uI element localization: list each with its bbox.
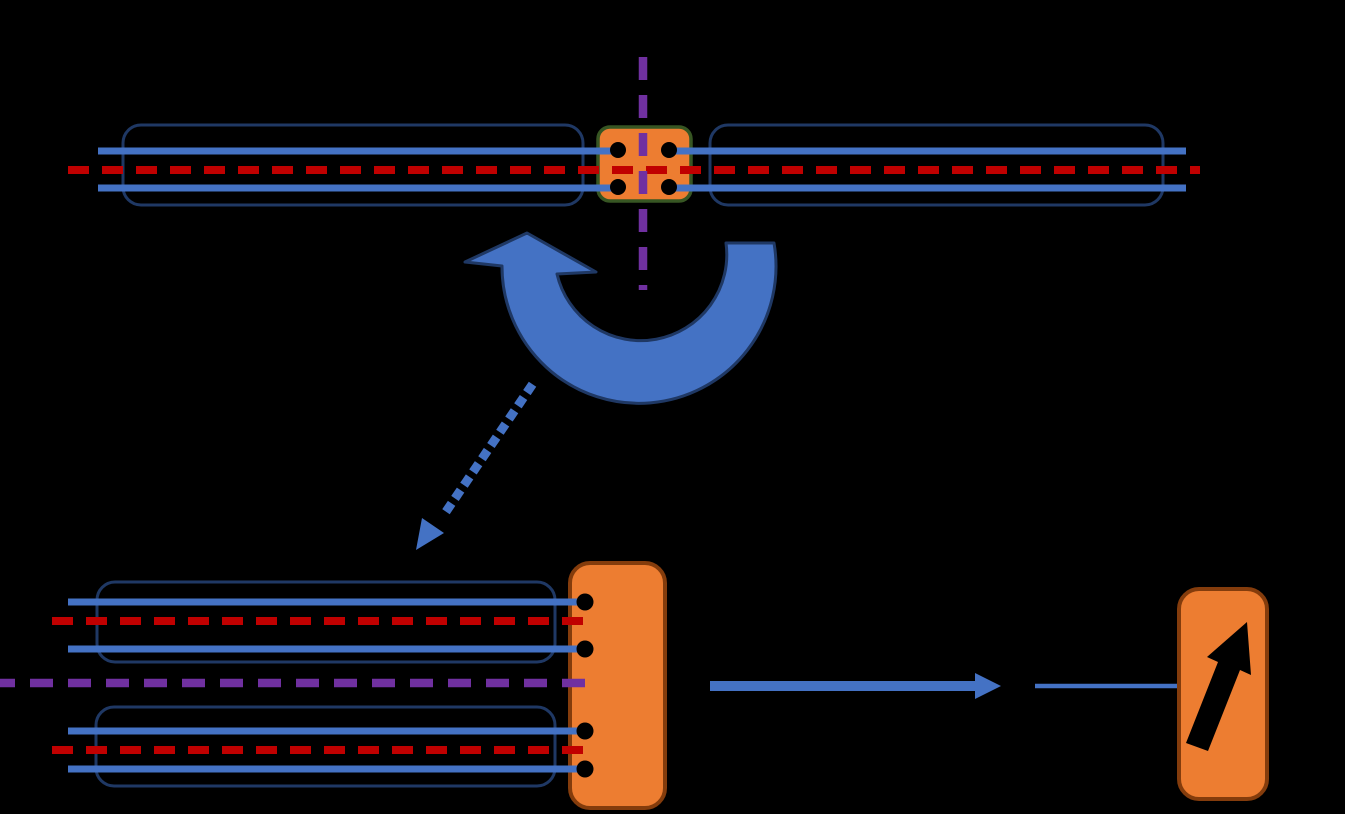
left-arm-outline (121, 123, 585, 207)
unfolded-assembly (68, 57, 1200, 290)
dotted-arrow-head-icon (416, 518, 444, 550)
up-right-arrow-icon (1186, 622, 1251, 751)
right-arm-outline (708, 123, 1165, 207)
rotation-arrow (463, 231, 778, 405)
anchor-dot (610, 179, 626, 195)
anchor-dot (576, 593, 594, 611)
anchor-dot (576, 760, 594, 778)
folded-assembly (0, 561, 667, 810)
anchor-dot (661, 142, 677, 158)
anchor-dot (576, 640, 594, 658)
result-block (1177, 587, 1269, 801)
anchor-dot (661, 179, 677, 195)
anchor-dot (576, 722, 594, 740)
result-arrow (710, 673, 1001, 699)
transition-arrow (416, 381, 537, 550)
anchor-dot (610, 142, 626, 158)
dotted-arrow-line (434, 381, 537, 526)
